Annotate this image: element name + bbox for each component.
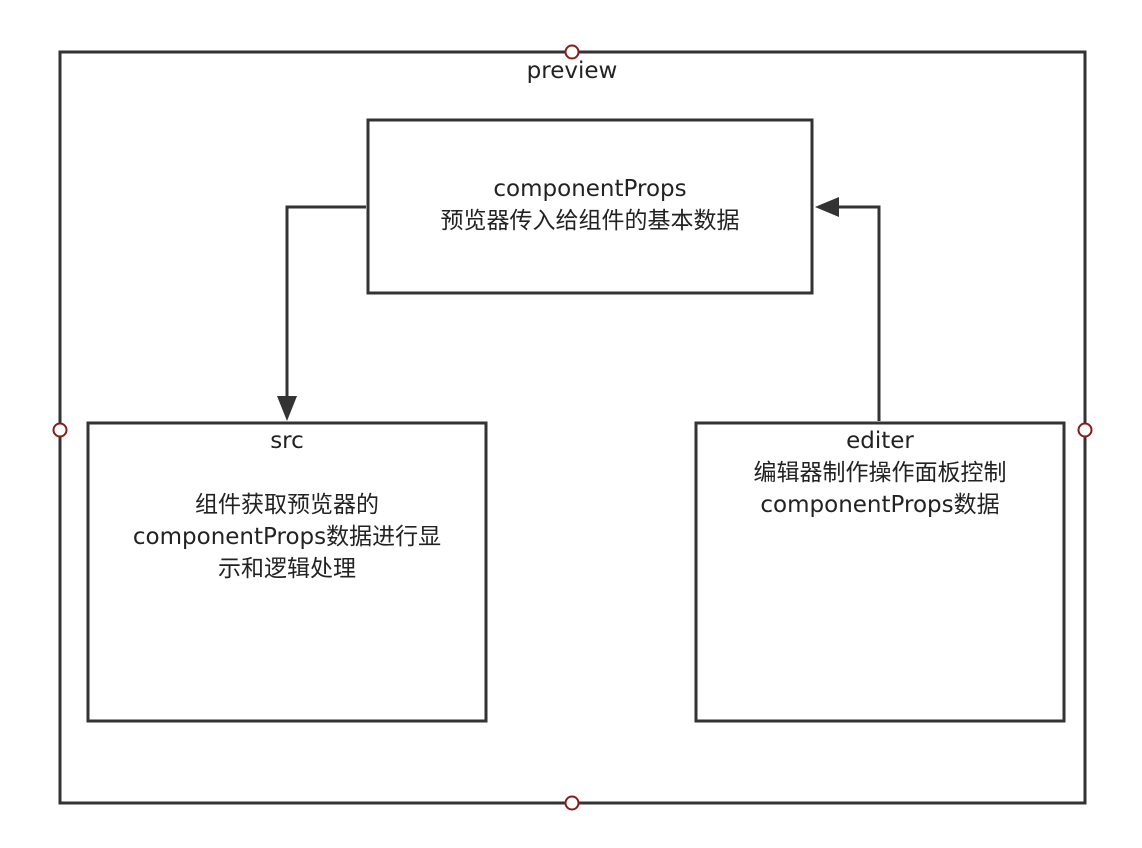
preview-title: preview [472,55,672,87]
src-description-line: componentProps数据进行显 [132,524,442,550]
connector-props-to-src[interactable] [285,205,366,400]
resize-handle-right[interactable] [1077,422,1093,438]
resize-handle-top[interactable] [564,44,580,60]
component-props-title: componentProps [493,176,687,202]
src-title: src [88,425,486,457]
src-description-line: 示和逻辑处理 [218,556,356,582]
editer-title: editer [846,428,914,454]
src-description: 组件获取预览器的 componentProps数据进行显 示和逻辑处理 [88,489,486,585]
connector-editer-to-props[interactable] [836,205,881,421]
editer-label: editer 编辑器制作操作面板控制 componentProps数据 [696,425,1064,521]
preview-title-text: preview [526,58,618,84]
editer-box[interactable] [694,421,1066,723]
resize-handle-left[interactable] [52,422,68,438]
src-box[interactable] [86,421,488,723]
src-description-line: 组件获取预览器的 [195,492,379,518]
arrowhead-down [277,396,297,421]
editer-description-line: 编辑器制作操作面板控制 [753,460,1007,486]
arrowhead-left [815,197,839,217]
component-props-box[interactable] [366,118,814,295]
component-props-description: 预览器传入给组件的基本数据 [440,208,740,234]
component-props-label: componentProps 预览器传入给组件的基本数据 [368,173,812,237]
src-title-text: src [270,428,304,454]
editer-description-line: componentProps数据 [760,492,1000,518]
resize-handle-bottom[interactable] [564,795,580,811]
